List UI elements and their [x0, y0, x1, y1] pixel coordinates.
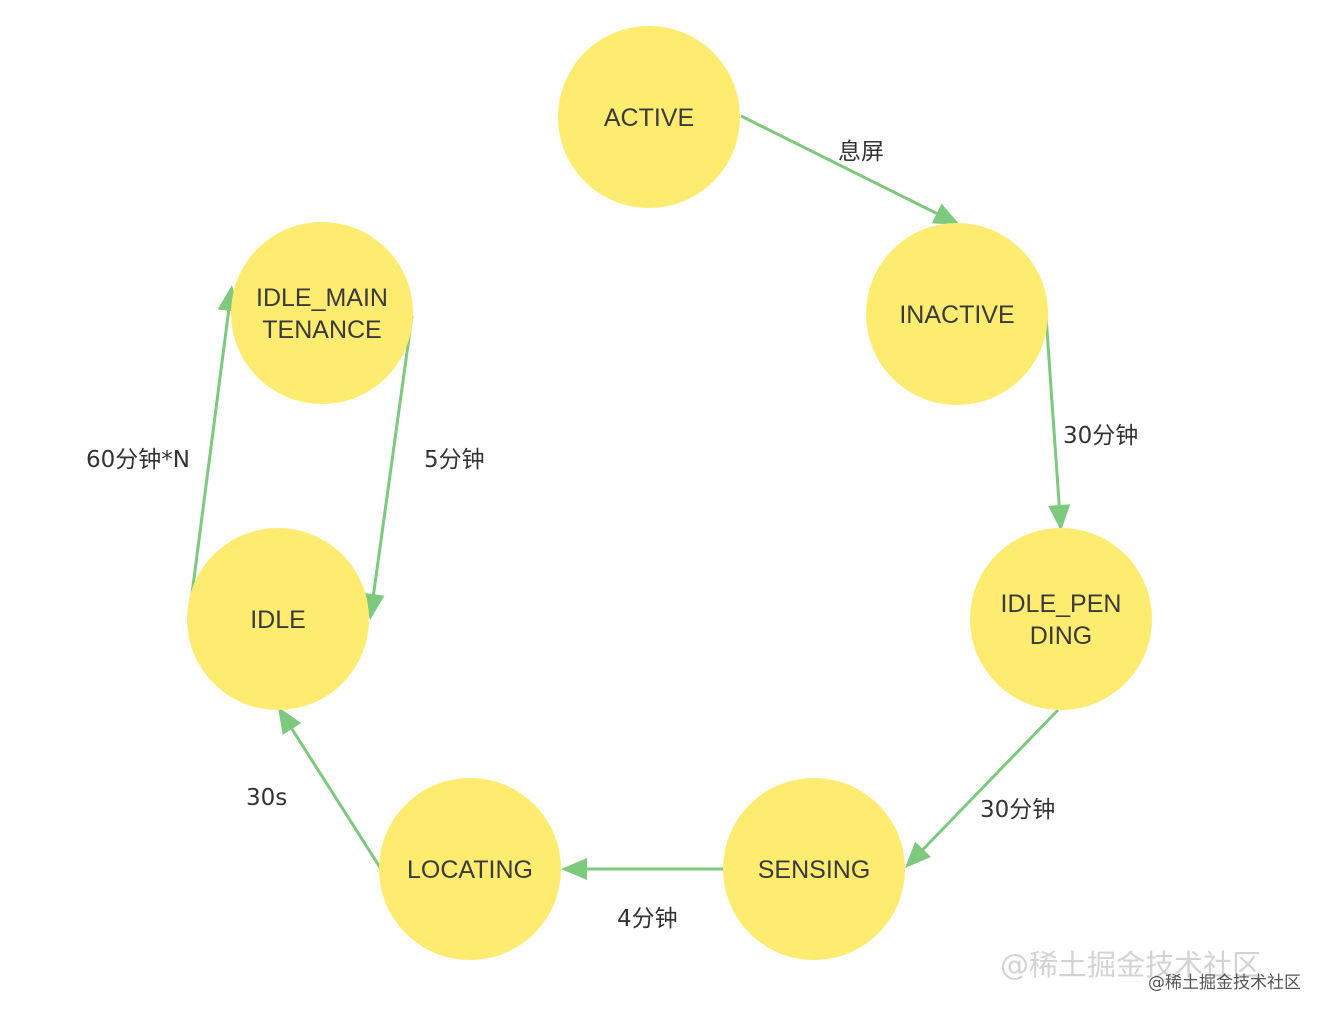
edge-sensing-to-locating — [561, 858, 724, 880]
watermark-faint: @稀土掘金技术社区 — [1000, 948, 1262, 982]
node-inactive: INACTIVE — [866, 223, 1048, 405]
edge-label: 30分钟 — [980, 797, 1055, 823]
node-label: LOCATING — [407, 856, 533, 884]
node-circle — [866, 223, 1048, 405]
node-label: IDLE_PEN — [1001, 590, 1122, 618]
edge-line — [289, 726, 383, 870]
node-circle — [187, 528, 369, 710]
edge-label: 30s — [246, 785, 287, 811]
node-label: SENSING — [758, 856, 871, 884]
edge-line — [187, 308, 231, 618]
edge-inactive-to-idle-pending — [1044, 315, 1071, 531]
node-circle — [558, 26, 740, 208]
edge-label: 5分钟 — [424, 447, 485, 473]
node-circle — [723, 778, 905, 960]
node-label: TENANCE — [262, 316, 381, 344]
edge-line — [920, 708, 1060, 852]
node-idle: IDLE — [187, 528, 369, 710]
arrowhead — [362, 592, 385, 620]
node-circle — [231, 222, 413, 404]
node-circle — [379, 778, 561, 960]
node-label: IDLE — [250, 606, 306, 634]
node-locating: LOCATING — [379, 778, 561, 960]
node-idle-pending: IDLE_PEN DING — [970, 528, 1152, 710]
edge-label: 30分钟 — [1063, 423, 1138, 449]
edge-line — [371, 315, 414, 597]
edge-label: 4分钟 — [617, 906, 678, 932]
watermark: @稀土掘金技术社区 — [1148, 973, 1301, 993]
arrowhead — [561, 858, 587, 880]
node-label: ACTIVE — [604, 104, 694, 132]
arrowhead — [931, 203, 960, 225]
arrowhead — [1048, 504, 1071, 531]
edge-idle-pending-to-sensing — [905, 708, 1060, 868]
node-idle-maintenance: IDLE_MAIN TENANCE — [231, 222, 413, 404]
edge-active-to-inactive — [740, 114, 960, 225]
node-sensing: SENSING — [723, 778, 905, 960]
node-label: INACTIVE — [899, 301, 1014, 329]
edge-line — [1044, 315, 1061, 508]
edge-label: 息屏 — [838, 139, 884, 165]
arrowhead — [278, 707, 302, 735]
edge-label: 60分钟*N — [86, 447, 190, 473]
node-circle — [970, 528, 1152, 710]
node-label: IDLE_MAIN — [256, 284, 388, 312]
node-label: DING — [1030, 622, 1093, 650]
edge-idle-maintenance-to-idle — [362, 315, 414, 620]
edge-locating-to-idle — [278, 707, 383, 870]
edge-line — [740, 114, 940, 216]
arrowhead — [905, 841, 931, 868]
node-active: ACTIVE — [558, 26, 740, 208]
